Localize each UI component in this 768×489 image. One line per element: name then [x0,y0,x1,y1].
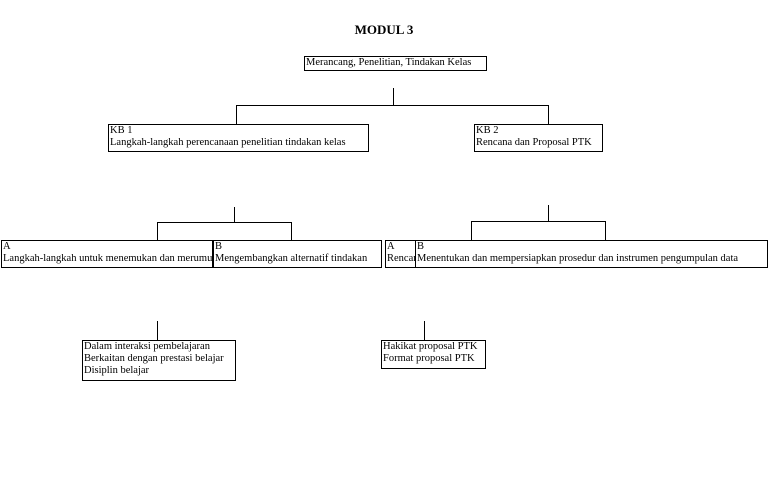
connector [548,105,549,124]
kb2-node: KB 2 Rencana dan Proposal PTK [474,124,603,152]
list-item: Dalam interaksi pembelajaran [84,341,210,352]
connector [157,222,158,240]
connector [605,221,606,240]
list-item: Hakikat proposal PTK [383,341,478,352]
diagram-title: MODUL 3 [354,22,414,37]
list-item: Format proposal PTK [383,353,475,364]
connector [548,205,549,221]
kb1-child-a-label: Langkah-langkah untuk menemukan dan meru… [3,253,213,264]
connector [393,88,394,105]
connector [424,321,425,340]
kb1-child-a-code: A [3,241,11,252]
connector [236,105,237,124]
connector [236,105,549,106]
connector [157,321,158,340]
kb2-child-b: B Menentukan dan mempersiapkan prosedur … [415,240,768,268]
kb1-node: KB 1 Langkah-langkah perencanaan penelit… [108,124,369,152]
kb2-child-a: A Rencana [385,240,417,268]
kb1-child-a: A Langkah-langkah untuk menemukan dan me… [1,240,213,268]
kb2-child-b-label: Menentukan dan mempersiapkan prosedur da… [417,253,739,264]
root-node: Merancang, Penelitian, Tindakan Kelas [304,56,487,71]
kb1-detail-list: Dalam interaksi pembelajaran Berkaitan d… [82,340,236,381]
list-item: Disiplin belajar [84,365,150,376]
kb1-child-b-label: Mengembangkan alternatif tindakan [215,253,368,264]
kb1-code: KB 1 [110,125,133,136]
kb1-child-b-code: B [215,241,223,252]
root-label: Merancang, Penelitian, Tindakan Kelas [306,57,472,68]
connector [234,207,235,222]
kb2-code: KB 2 [476,125,499,136]
kb2-detail-list: Hakikat proposal PTK Format proposal PTK [381,340,486,369]
kb2-child-b-code: B [417,241,425,252]
kb1-label: Langkah-langkah perencanaan penelitian t… [110,137,346,148]
kb2-child-a-label: Rencana [387,253,416,264]
connector [157,222,292,223]
kb2-label: Rencana dan Proposal PTK [476,137,592,148]
connector [291,222,292,240]
kb2-child-a-code: A [387,241,395,252]
list-item: Berkaitan dengan prestasi belajar [84,353,224,364]
kb1-child-b: B Mengembangkan alternatif tindakan [213,240,382,268]
connector [471,221,472,240]
connector [471,221,606,222]
